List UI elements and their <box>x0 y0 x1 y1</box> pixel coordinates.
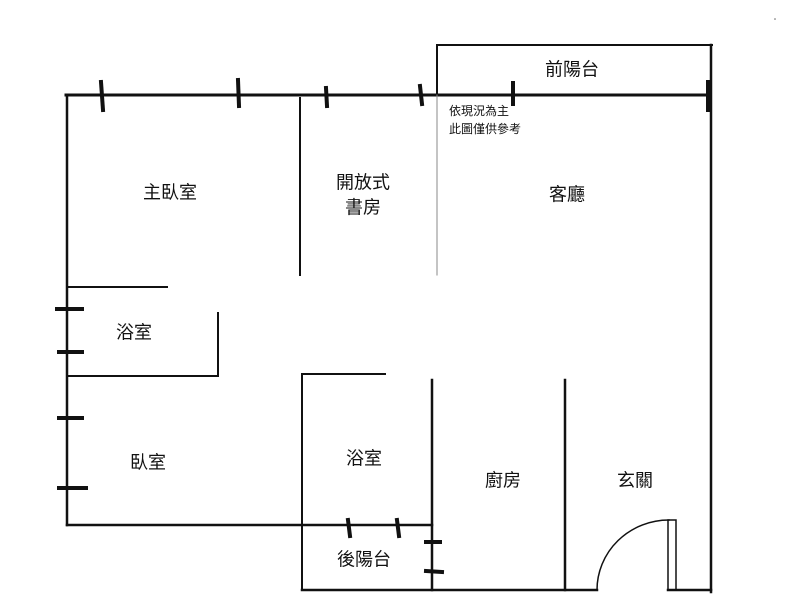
room-kitchen: 廚房 <box>485 470 521 492</box>
door-swing-arc <box>596 519 670 591</box>
room-bathroom-2: 浴室 <box>346 448 382 470</box>
room-study-line1: 開放式 <box>336 172 390 194</box>
door-leaf <box>667 519 677 591</box>
note-line2: 此圖僅供參考 <box>449 122 522 136</box>
room-bathroom-1: 浴室 <box>116 322 152 344</box>
room-back-balcony: 後陽台 <box>337 549 391 571</box>
window-ticks <box>55 77 710 575</box>
stray-dot <box>774 18 776 20</box>
room-entrance: 玄關 <box>617 470 653 492</box>
room-study-line2: 書房 <box>345 197 381 219</box>
room-living: 客廳 <box>549 184 585 206</box>
room-bedroom: 臥室 <box>130 452 166 474</box>
room-front-balcony: 前陽台 <box>545 59 599 81</box>
note-line1: 依現況為主 <box>449 104 510 118</box>
disclaimer-note: 依現況為主 此圖僅供參考 <box>449 102 521 138</box>
room-master-bedroom: 主臥室 <box>143 182 197 204</box>
